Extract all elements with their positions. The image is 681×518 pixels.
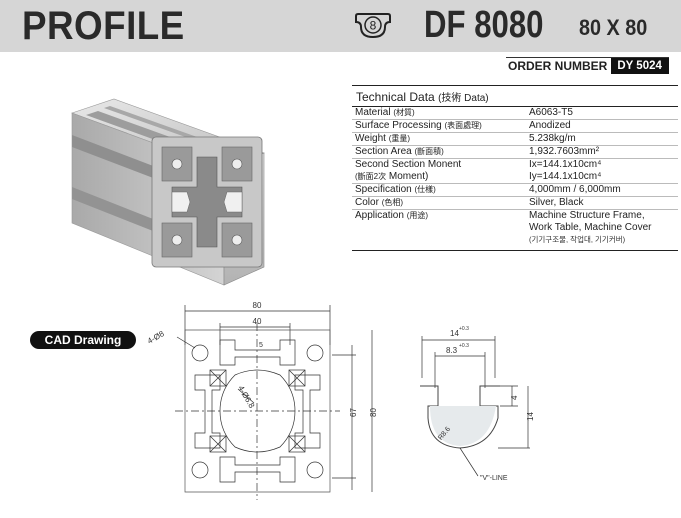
table-row: Color (色相) Silver, Black — [352, 196, 678, 210]
technical-data-panel: Technical Data (技術 Data) Material (材質) A… — [352, 85, 678, 251]
slot-top-tolerance: +0.3 — [459, 326, 469, 332]
slot-detail-drawing: 14 +0.3 8.3 +0.3 4 14 R8.6 "V"-LINE — [420, 326, 535, 482]
table-row: Material (材質) A6063-T5 — [352, 107, 678, 120]
dim-height-80: 80 — [369, 408, 378, 417]
table-row: Application (用途) Machine Structure Frame… — [352, 209, 678, 251]
order-number-box: ORDER NUMBER DY 5024 — [506, 57, 669, 74]
page-title: PROFILE — [22, 4, 185, 48]
slot-inner-tolerance: +0.3 — [459, 343, 469, 349]
dim-hole-diameter: 4-Ø8 — [146, 329, 166, 346]
slot-8-icon: 8 — [355, 13, 391, 39]
slot-height: 14 — [526, 412, 535, 421]
model-name: DF 8080 — [424, 4, 544, 46]
slot-depth: 4 — [510, 395, 519, 400]
dim-width-40: 40 — [253, 317, 262, 326]
dim-center-diameter: 4-Ø6.8 — [236, 384, 256, 410]
model-size: 80 X 80 — [579, 15, 648, 40]
profile-3d-image — [71, 98, 265, 286]
table-row: Specification (仕樣) 4,000mm / 6,000mm — [352, 183, 678, 197]
order-number-value: DY 5024 — [611, 58, 669, 74]
table-row: Second Section Monent Ix=144.1x10cm⁴ — [355, 159, 602, 170]
slot-top-width: 14 — [450, 329, 459, 338]
cad-cross-section-drawing: 80 40 4-Ø8 4-Ø6.8 5 67 80 — [146, 301, 378, 500]
header-bar: PROFILE 8 DF 8080 80 X 80 — [0, 0, 681, 52]
technical-data-title: Technical Data (技術 Data) — [352, 85, 678, 107]
table-row: Surface Processing (表面處理) Anodized — [352, 119, 678, 133]
slot-badge-number: 8 — [370, 19, 377, 33]
table-row: Section Area (斷面積) 1,932.7603mm² — [352, 145, 678, 159]
table-row: Weight (重量) 5.238kg/m — [352, 132, 678, 146]
cad-drawing-label: CAD Drawing — [30, 331, 136, 349]
dim-small-5: 5 — [259, 342, 263, 349]
dim-height-67: 67 — [349, 408, 358, 417]
technical-data-table: Material (材質) A6063-T5 Surface Processin… — [352, 107, 678, 251]
dim-width-80: 80 — [253, 301, 262, 310]
table-row: (斷面2次 Moment) Iy=144.1x10cm⁴ — [352, 171, 678, 184]
slot-inner-width: 8.3 — [446, 346, 458, 355]
order-number-label: ORDER NUMBER — [508, 59, 608, 73]
v-line-label: "V"-LINE — [480, 475, 508, 482]
